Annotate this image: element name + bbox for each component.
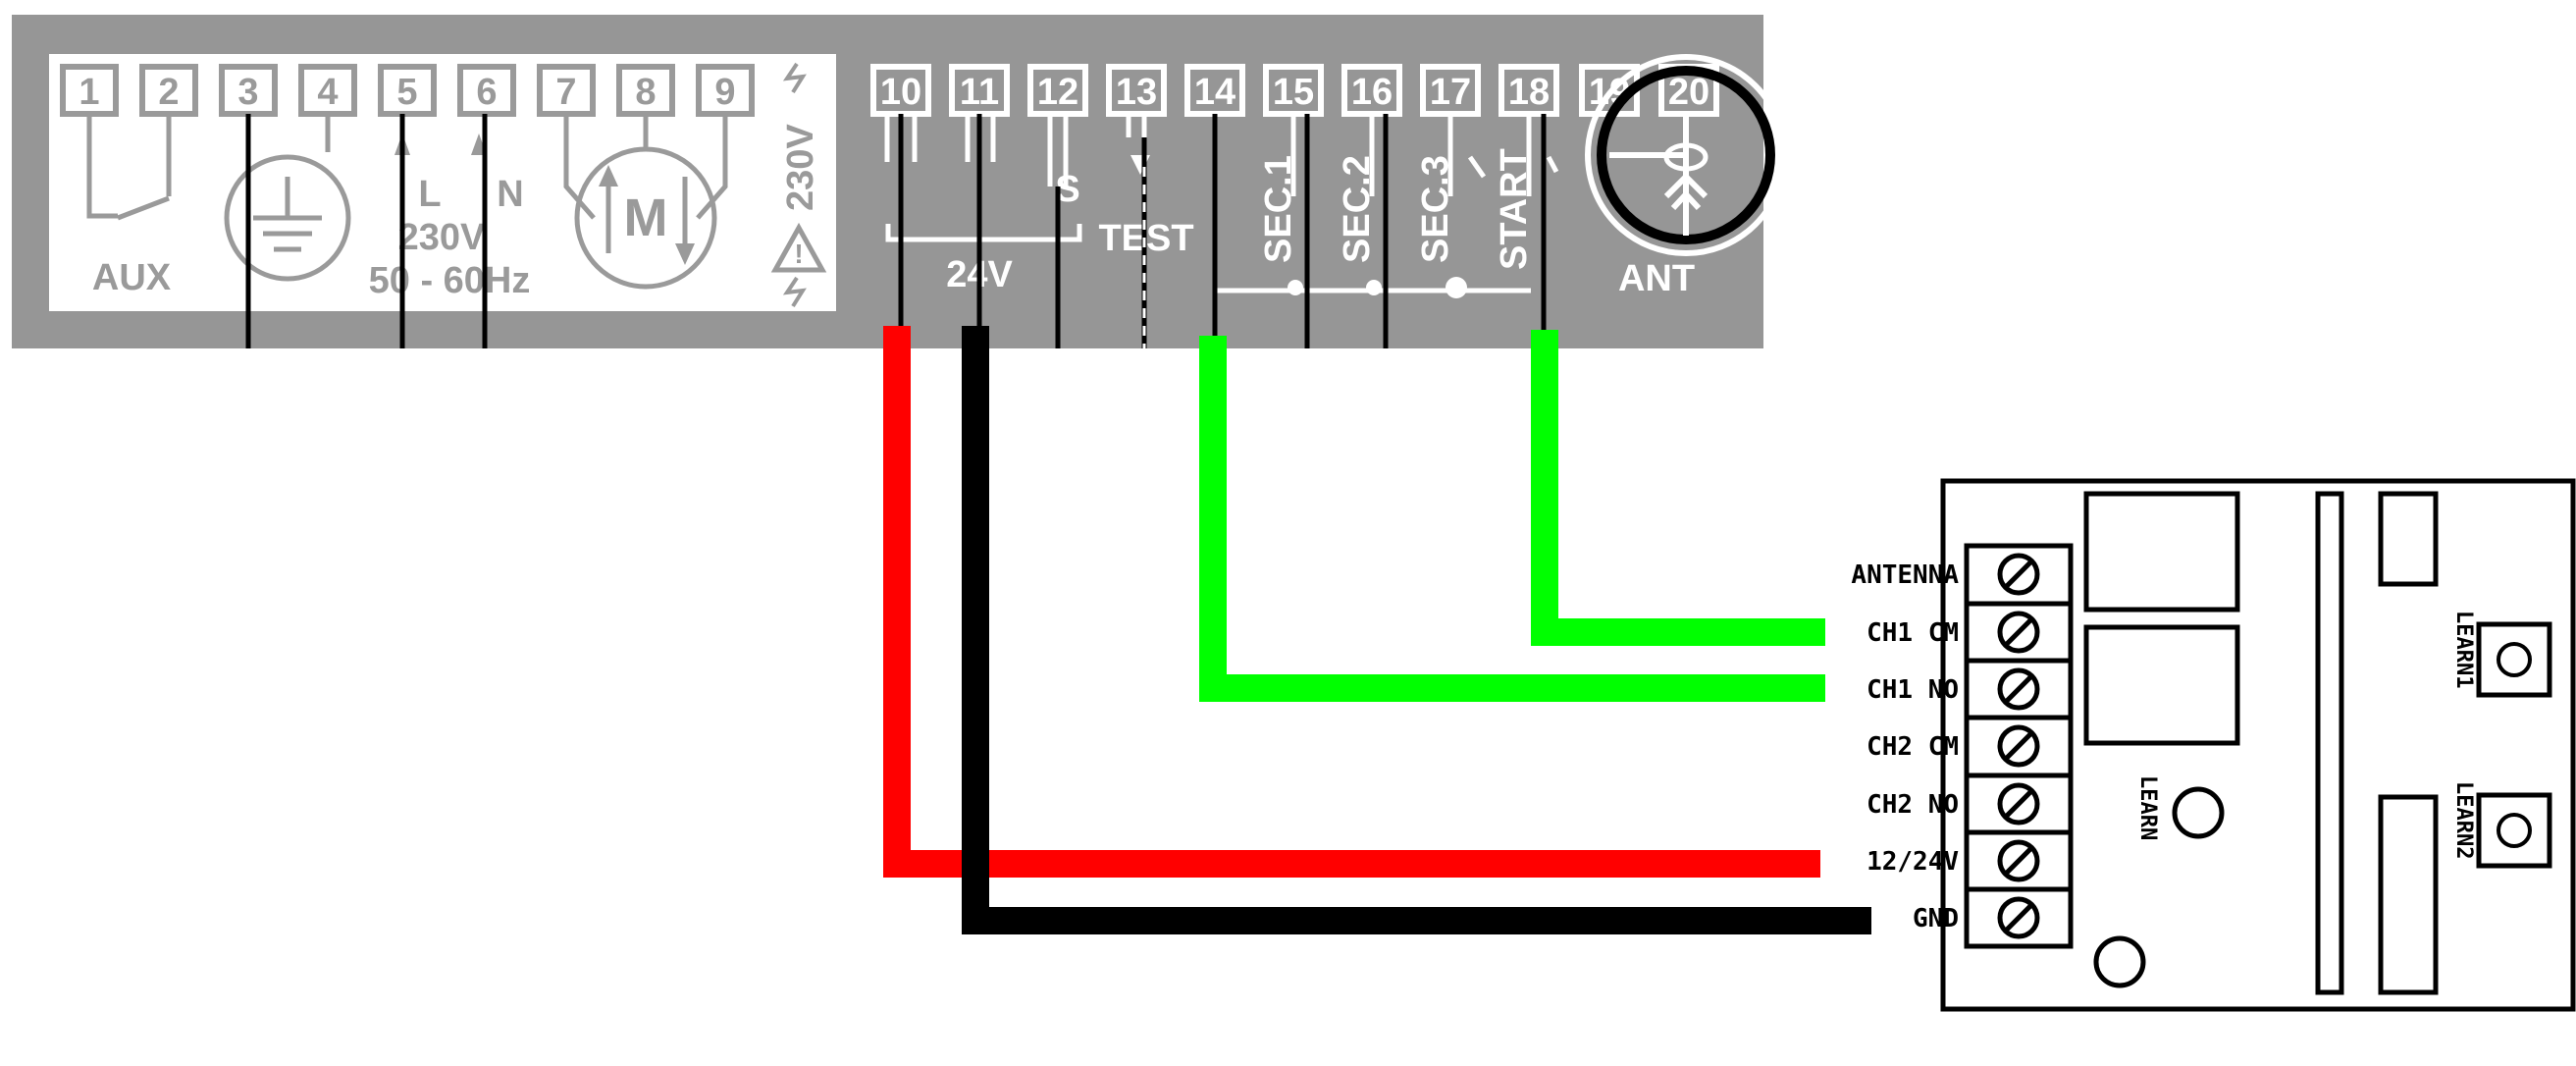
terminal-8: 8 <box>616 64 675 117</box>
svg-text:9: 9 <box>714 72 735 113</box>
terminal-13: 13 <box>1106 64 1167 117</box>
terminal-gnd-label: GND <box>1913 904 1959 933</box>
low-voltage-circuits <box>884 114 1559 293</box>
terminal-12: 12 <box>1027 64 1088 117</box>
lightning-icon <box>782 62 807 308</box>
terminal-18: 18 <box>1498 64 1559 117</box>
terminal-12-24v-label: 12/24V <box>1866 847 1959 877</box>
board-strip <box>2315 491 2344 995</box>
svg-text:12: 12 <box>1037 72 1078 113</box>
svg-text:5: 5 <box>396 72 417 113</box>
svg-text:15: 15 <box>1273 72 1314 113</box>
terminal-1: 1 <box>60 64 119 117</box>
svg-text:3: 3 <box>237 72 258 113</box>
line-label: L <box>418 174 441 215</box>
terminal-ch1-no-label: CH1 NO <box>1866 675 1959 705</box>
component-small <box>2378 491 2439 587</box>
terminal-9: 9 <box>696 64 755 117</box>
learn2-button[interactable] <box>2476 792 2552 869</box>
aux-label: AUX <box>92 257 172 298</box>
component-tall <box>2378 794 2439 995</box>
relay-1 <box>2083 491 2240 613</box>
learn1-button[interactable] <box>2476 621 2552 698</box>
learn2-label: LEARN2 <box>2451 781 2476 859</box>
wire-black-gnd <box>962 326 1871 934</box>
svg-text:14: 14 <box>1194 72 1235 113</box>
svg-text:6: 6 <box>476 72 497 113</box>
terminal-11: 11 <box>949 64 1010 117</box>
terminal-5: 5 <box>378 64 437 117</box>
terminal-stubs <box>245 114 1547 348</box>
svg-text:8: 8 <box>635 72 656 113</box>
terminal-4: 4 <box>298 64 357 117</box>
wire-green-ch1-no <box>1199 336 1825 702</box>
svg-text:16: 16 <box>1351 72 1393 113</box>
mains-voltage-label: 230V <box>398 217 486 258</box>
terminal-antenna-label: ANTENNA <box>1851 560 1959 590</box>
svg-text:2: 2 <box>158 72 179 113</box>
warning-icon: ! <box>770 222 827 273</box>
terminal-16: 16 <box>1341 64 1402 117</box>
sec1-label: SEC.1 <box>1258 155 1299 263</box>
aux-relay-contact <box>86 114 172 221</box>
start-label: START <box>1494 148 1535 270</box>
motor-arrows <box>599 165 695 265</box>
relay-2 <box>2083 624 2240 746</box>
terminal-14: 14 <box>1184 64 1245 117</box>
terminal-2: 2 <box>139 64 198 117</box>
bus-dots <box>1288 277 1467 298</box>
terminal-ch2-cm-label: CH2 CM <box>1866 732 1959 762</box>
terminal-ch1-cm-label: CH1 CM <box>1866 618 1959 648</box>
learn-label: LEARN <box>2135 775 2160 840</box>
motor-icon <box>563 114 728 290</box>
antenna-icon <box>1585 54 1787 256</box>
terminal-ch2-no-label: CH2 NO <box>1866 790 1959 820</box>
earth-icon <box>224 114 351 282</box>
wires <box>883 326 1871 934</box>
wire-red-12-24v <box>883 326 1820 878</box>
motor-voltage-label: 230V <box>780 124 821 211</box>
terminal-10: 10 <box>870 64 931 117</box>
svg-text:18: 18 <box>1508 72 1550 113</box>
receiver-module: ANTENNA CH1 CM CH1 NO CH2 CM CH2 NO 12/2… <box>1851 478 2576 1012</box>
terminal-7: 7 <box>537 64 596 117</box>
svg-text:10: 10 <box>880 72 921 113</box>
svg-text:11: 11 <box>960 72 999 113</box>
svg-text:17: 17 <box>1430 72 1471 113</box>
mains-frequency-label: 50 - 60Hz <box>369 260 531 301</box>
motor-label: M <box>624 188 668 247</box>
terminal-3: 3 <box>219 64 278 117</box>
svg-text:4: 4 <box>317 72 338 113</box>
sec3-label: SEC.3 <box>1415 155 1456 263</box>
terminal-15: 15 <box>1263 64 1324 117</box>
led-indicator <box>2093 935 2146 988</box>
learn-button[interactable] <box>2172 786 2225 839</box>
terminal-6: 6 <box>457 64 516 117</box>
antenna-label: ANT <box>1618 258 1695 299</box>
terminal-boxes: 1 2 3 4 5 6 7 8 <box>60 64 1719 117</box>
svg-text:13: 13 <box>1116 72 1157 113</box>
svg-text:20: 20 <box>1668 72 1709 113</box>
neutral-label: N <box>497 174 523 215</box>
sec2-label: SEC.2 <box>1337 155 1378 263</box>
svg-text:7: 7 <box>555 72 576 113</box>
screw-terminals <box>1967 553 2071 939</box>
svg-text:1: 1 <box>79 72 99 113</box>
wire-green-ch1-cm <box>1531 330 1825 646</box>
terminal-17: 17 <box>1420 64 1481 117</box>
learn1-label: LEARN1 <box>2451 611 2476 688</box>
svg-text:!: ! <box>794 239 803 269</box>
